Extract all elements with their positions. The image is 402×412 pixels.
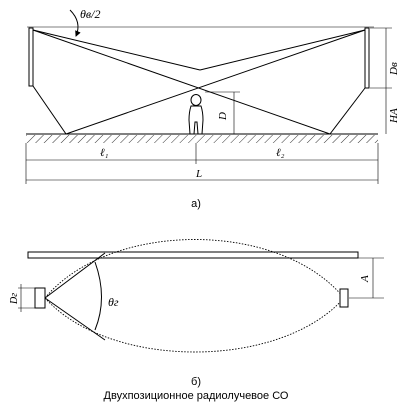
beam-left-lower xyxy=(32,85,67,135)
a-label: A xyxy=(359,275,371,283)
db-label: Dв xyxy=(388,62,400,76)
l1-label: ℓ₁ xyxy=(100,147,109,159)
beam-right-upper xyxy=(65,29,366,135)
beam-right-lower xyxy=(329,87,366,135)
ground-hatch xyxy=(26,135,378,143)
caption-b: б) xyxy=(191,376,201,388)
theta-g-arc xyxy=(94,261,102,331)
l2-label: ℓ₂ xyxy=(276,147,285,159)
beam-left-upper xyxy=(32,29,331,135)
beam-left-top xyxy=(32,29,201,71)
right-receiver xyxy=(364,27,370,89)
diagram-a: θв/2 D Dв HA ℓ₁ ℓ₂ L а) xyxy=(25,7,400,210)
cone-lower-line xyxy=(44,297,106,341)
diagram-subtitle: Двухпозиционное радиолучевое СО xyxy=(104,390,289,402)
barrier-strip xyxy=(27,251,359,259)
d-label: D xyxy=(217,112,229,121)
diagram-b: θг Dг A б) Двухпозиционное радиолучевое … xyxy=(9,239,384,402)
caption-a: а) xyxy=(191,198,201,210)
theta-g-label: θг xyxy=(108,295,119,309)
right-device xyxy=(339,288,349,308)
zone-upper-arc xyxy=(44,239,345,299)
zone-lower-arc xyxy=(44,297,345,353)
l-label: L xyxy=(195,168,202,180)
person-figure xyxy=(188,94,204,135)
left-emitter xyxy=(28,27,34,87)
cone-upper-line xyxy=(44,252,106,299)
theta-b-arc xyxy=(69,9,81,37)
dg-label: Dг xyxy=(9,293,20,305)
ha-label: HA xyxy=(388,108,400,124)
left-device xyxy=(34,287,46,309)
theta-b-label: θв/2 xyxy=(80,7,100,21)
beam-right-top xyxy=(199,29,366,71)
